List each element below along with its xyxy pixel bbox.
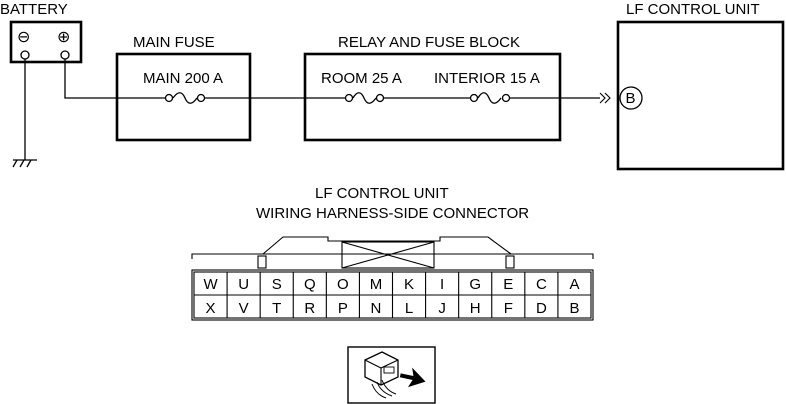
control-unit: LF CONTROL UNIT B bbox=[599, 1, 785, 171]
connector-pin-i: I bbox=[440, 276, 444, 293]
connector-pin-f: F bbox=[504, 300, 513, 317]
connector-pin-h: H bbox=[470, 300, 481, 317]
terminal-b-label: B bbox=[626, 90, 636, 107]
connector-pin-r: R bbox=[304, 300, 315, 317]
main-fuse-frame bbox=[115, 52, 252, 142]
connector-pin-a: A bbox=[569, 276, 579, 293]
fuse-icon bbox=[344, 92, 385, 104]
connector-title-line1: LF CONTROL UNIT bbox=[315, 185, 449, 202]
connector-pin-t: T bbox=[272, 300, 281, 317]
connector-pin-c: C bbox=[536, 276, 547, 293]
connector-face: W U S Q O M K I G E C A X V T R P N L J H F D B bbox=[191, 236, 594, 321]
connector-pin-b: B bbox=[569, 300, 579, 317]
main-fuse-box: MAIN FUSE MAIN 200 A bbox=[115, 34, 252, 142]
negative-post bbox=[20, 50, 30, 60]
main-fuse-rating: MAIN 200 A bbox=[143, 70, 223, 87]
connector-pin-q: Q bbox=[304, 276, 316, 293]
connector-pin-grid: W U S Q O M K I G E C A X V T R P N L J H F D B bbox=[203, 272, 579, 318]
battery-case bbox=[9, 20, 83, 64]
connector-pin-v: V bbox=[239, 300, 249, 317]
relay-fuse-block-frame bbox=[303, 52, 562, 142]
positive-post bbox=[60, 50, 70, 60]
negative-terminal-icon: ⊖ bbox=[17, 27, 30, 46]
room-fuse-rating: ROOM 25 A bbox=[321, 70, 402, 87]
connector-pin-g: G bbox=[469, 276, 481, 293]
fuse-icon bbox=[469, 92, 511, 104]
ground-icon bbox=[12, 59, 37, 168]
connector-pin-u: U bbox=[238, 276, 249, 293]
interior-fuse-rating: INTERIOR 15 A bbox=[434, 70, 540, 87]
battery-label: BATTERY bbox=[0, 1, 68, 18]
connector-icon bbox=[599, 92, 611, 104]
battery: BATTERY ⊖ ⊕ bbox=[0, 1, 83, 64]
connector-pin-d: D bbox=[536, 300, 547, 317]
control-unit-frame bbox=[616, 20, 785, 171]
relay-fuse-block: RELAY AND FUSE BLOCK ROOM 25 A INTERIOR … bbox=[303, 34, 562, 142]
connector-pin-m: M bbox=[370, 276, 383, 293]
main-fuse-label: MAIN FUSE bbox=[133, 34, 215, 51]
connector-pin-x: X bbox=[206, 300, 216, 317]
connector-pin-j: J bbox=[438, 300, 446, 317]
connector-pin-w: W bbox=[203, 276, 218, 293]
connector-pin-n: N bbox=[371, 300, 382, 317]
fuse-icon bbox=[164, 92, 206, 104]
connector-pin-o: O bbox=[337, 276, 349, 293]
harness-side-view-icon bbox=[347, 346, 436, 404]
relay-fuse-block-label: RELAY AND FUSE BLOCK bbox=[338, 34, 520, 51]
control-unit-label: LF CONTROL UNIT bbox=[626, 1, 760, 18]
connector-pin-s: S bbox=[272, 276, 282, 293]
power-wire bbox=[64, 59, 600, 99]
connector-title-line2: WIRING HARNESS-SIDE CONNECTOR bbox=[256, 205, 529, 222]
connector-pin-p: P bbox=[338, 300, 348, 317]
positive-terminal-icon: ⊕ bbox=[57, 27, 70, 46]
connector-pin-e: E bbox=[503, 276, 513, 293]
connector-pin-l: L bbox=[405, 300, 413, 317]
connector-pin-k: K bbox=[404, 276, 414, 293]
terminal-b-circle bbox=[619, 86, 643, 110]
